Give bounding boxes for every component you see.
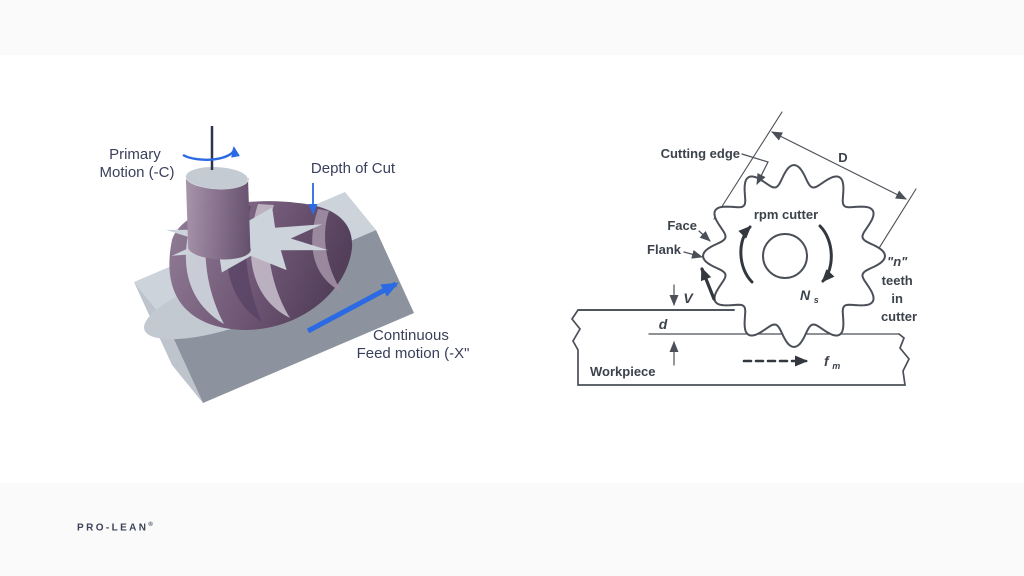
registered-mark: ®: [148, 522, 153, 528]
rpm-cutter-label: rpm cutter: [754, 207, 818, 222]
flank-label: Flank: [647, 242, 682, 257]
cutter-flute-highlight-3: [312, 209, 342, 292]
cutting-edge-label: Cutting edge: [661, 146, 740, 161]
flank-leader: [683, 249, 703, 259]
diameter-label: D: [838, 150, 847, 165]
velocity-label: V: [683, 290, 694, 306]
cutting-velocity-arrow: [700, 267, 716, 301]
brand-logo: PRO-LEAN®: [77, 522, 153, 533]
bottom-background-band: [0, 483, 1024, 576]
cutter-bore-circle: [762, 233, 808, 279]
shank-top-face: [185, 166, 248, 190]
feed-motion-label: Continuous Feed motion (-X": [357, 327, 470, 362]
rotation-arrow: [182, 146, 240, 161]
cutter-shank: [185, 166, 251, 260]
feed-rate-label: f m: [824, 353, 840, 371]
workpiece-outline: [570, 309, 911, 386]
depth-of-cut-label: Depth of Cut: [311, 160, 396, 177]
right-diagram: D rpm cutter N s Cutting edge Face Flank: [570, 111, 917, 386]
depth-label: d: [659, 316, 668, 332]
workpiece-left-face: [134, 282, 203, 403]
left-illustration: Primary Motion (-C) Depth of Cut Continu…: [99, 126, 469, 403]
feed-direction-arrow: [306, 281, 399, 334]
workpiece-label: Workpiece: [590, 364, 656, 379]
shank-body: [185, 177, 251, 260]
primary-motion-label: Primary Motion (-C): [99, 146, 174, 181]
brand-logo-text: PRO-LEAN: [77, 522, 149, 534]
spindle-speed-label: N s: [800, 287, 819, 305]
diameter-extension-line-left: [713, 111, 783, 220]
cutting-edge-leader: [741, 153, 769, 185]
face-leader: [698, 230, 711, 242]
face-label: Face: [667, 218, 697, 233]
diameter-dimension-line: [771, 131, 907, 200]
rotation-arc-right: [818, 224, 835, 283]
rotation-arc-left: [738, 225, 754, 284]
teeth-count-label: "n" teeth in cutter: [881, 254, 917, 324]
top-background-band: [0, 0, 1024, 55]
